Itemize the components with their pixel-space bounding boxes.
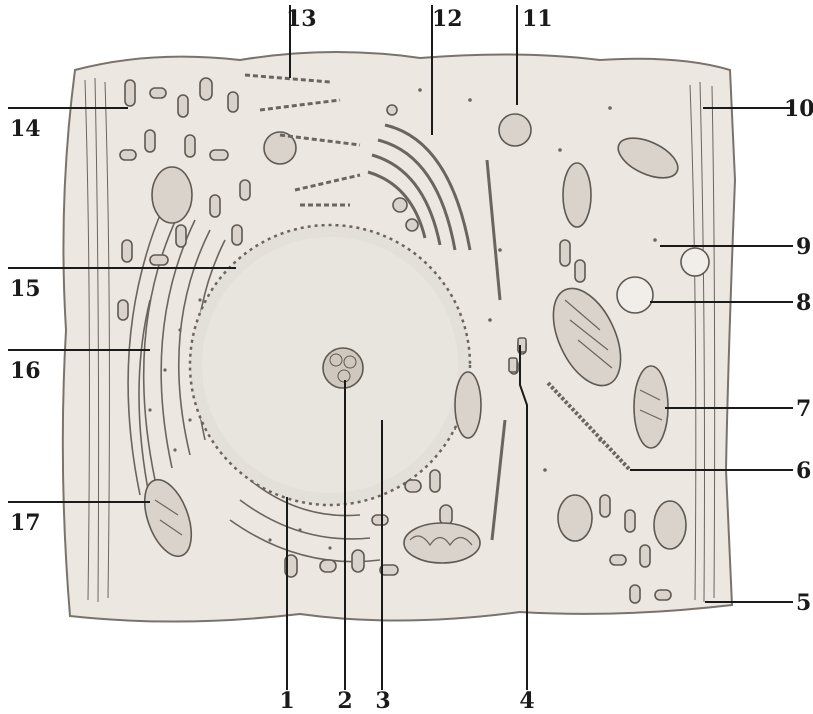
label-14: 14 (10, 116, 41, 142)
label-2: 2 (337, 688, 352, 714)
label-7: 7 (796, 396, 811, 422)
pinocytic-vesicle (681, 248, 709, 276)
label-8: 8 (796, 290, 811, 316)
label-3: 3 (375, 688, 390, 714)
label-12: 12 (432, 6, 463, 32)
label-17: 17 (10, 510, 41, 536)
label-4: 4 (519, 688, 534, 714)
label-16: 16 (10, 358, 41, 384)
label-5: 5 (796, 590, 811, 616)
label-9: 9 (796, 234, 811, 260)
label-13: 13 (286, 6, 317, 32)
label-6: 6 (796, 458, 811, 484)
label-11: 11 (522, 6, 553, 32)
vacuole (617, 277, 653, 313)
label-15: 15 (10, 276, 41, 302)
nucleolus (323, 348, 363, 388)
label-10: 10 (784, 96, 813, 122)
label-1: 1 (279, 688, 294, 714)
